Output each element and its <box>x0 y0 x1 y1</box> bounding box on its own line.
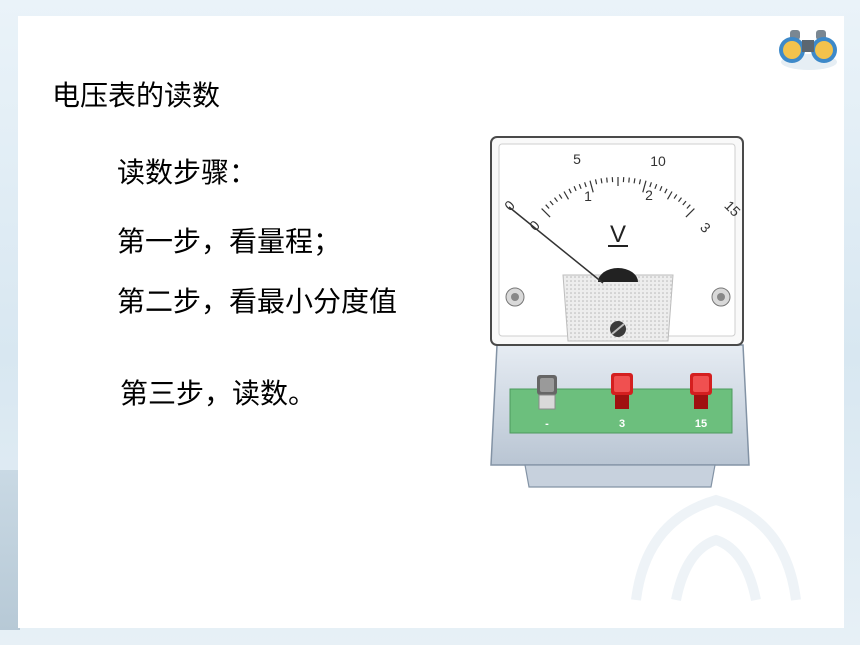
scale-tick <box>664 188 668 194</box>
step-3: 第三步，读数。 <box>120 377 317 410</box>
terminal-3v <box>611 373 633 409</box>
scale-tick <box>600 178 603 184</box>
background-skyline <box>0 470 20 630</box>
scale-tick <box>606 177 608 183</box>
scale-upper-10: 10 <box>650 153 666 169</box>
scale-tick <box>549 200 554 206</box>
scale-tick <box>666 191 673 200</box>
terminal-label-3: 3 <box>619 418 625 430</box>
slide-title: 电压表的读数 <box>52 79 221 112</box>
scale-tick <box>568 188 572 194</box>
scale-tick <box>673 194 678 199</box>
scale-tick <box>633 178 636 184</box>
terminal-negative <box>537 375 557 410</box>
scale-tick <box>642 180 647 193</box>
scale-upper-5: 5 <box>573 151 581 167</box>
scale-tick <box>682 200 687 206</box>
scale-ticks <box>541 177 695 218</box>
scale-lower-2: 2 <box>645 187 653 203</box>
step-1: 第一步，看量程； <box>117 225 342 258</box>
scale-tick <box>654 183 658 190</box>
binoculars-icon <box>779 30 837 70</box>
terminal-15v <box>690 373 712 409</box>
scale-tick <box>685 208 695 218</box>
zero-adjust-screw <box>610 321 626 337</box>
scale-tick <box>594 179 598 185</box>
scale-tick <box>584 182 587 188</box>
scale-tick <box>563 191 570 200</box>
needle-pivot <box>598 268 638 282</box>
scale-tick <box>589 180 594 193</box>
scale-tick <box>628 177 630 183</box>
scale-lower-1: 1 <box>584 188 592 204</box>
step-2: 第二步，看最小分度值 <box>117 285 398 318</box>
scale-tick <box>638 179 642 185</box>
voltmeter: - 3 15 0 5 10 15 0 1 2 3 V <box>490 136 750 488</box>
scale-tick <box>554 197 558 203</box>
needle <box>508 206 604 284</box>
scale-tick <box>659 186 663 192</box>
scale-tick <box>541 208 551 218</box>
terminal-label-negative: - <box>545 418 549 430</box>
scale-tick <box>678 197 682 203</box>
unit-symbol: V <box>610 221 626 248</box>
face-screw-left <box>505 287 525 307</box>
scale-tick <box>686 204 691 209</box>
scale-tick <box>545 204 550 209</box>
scale-tick <box>578 183 582 190</box>
meter-foot <box>524 464 716 488</box>
face-screw-right <box>711 287 731 307</box>
watermark-emblem <box>631 494 801 602</box>
scale-tick <box>649 182 652 188</box>
terminal-label-15: 15 <box>695 418 707 430</box>
scale-tick <box>573 186 577 192</box>
mechanism-window <box>562 274 674 342</box>
scale-tick <box>558 194 563 199</box>
steps-heading: 读数步骤： <box>117 156 258 189</box>
